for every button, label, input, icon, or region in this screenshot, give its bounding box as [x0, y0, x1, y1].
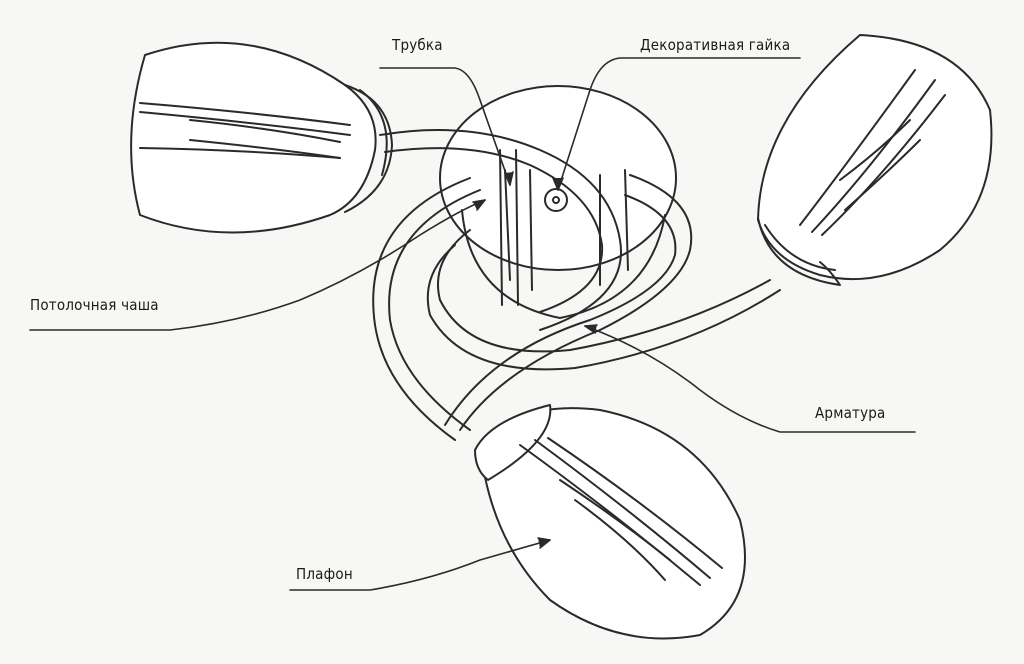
shade-top-left: [130, 41, 393, 234]
label-tube: Трубка: [392, 36, 443, 54]
label-armature: Арматура: [815, 404, 886, 422]
label-ceiling-cup: Потолочная чаша: [30, 296, 159, 314]
shade-bottom: [474, 404, 746, 640]
leader-lines: [29, 57, 916, 591]
shade-right: [757, 34, 993, 286]
label-decorative-nut: Декоративная гайка: [640, 36, 791, 54]
armature-arms: [372, 129, 781, 441]
decorative-nut: [544, 188, 568, 212]
tube: [499, 149, 519, 306]
label-shade: Плафон: [296, 565, 353, 583]
